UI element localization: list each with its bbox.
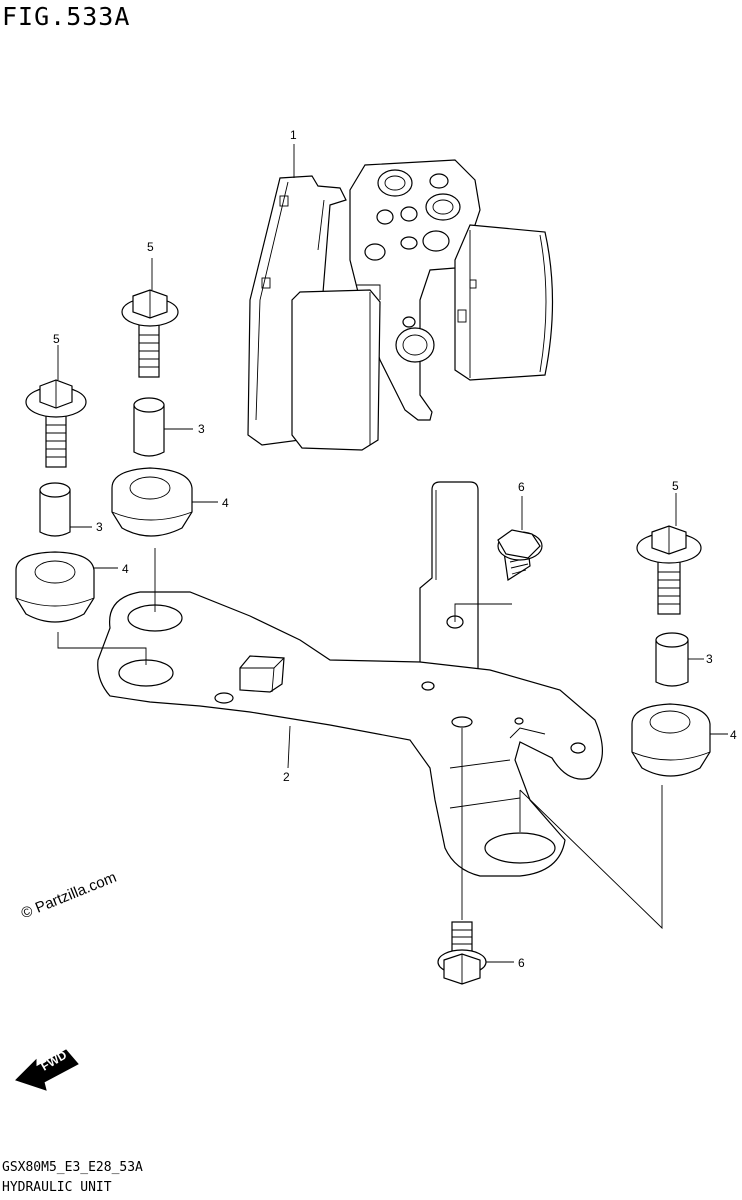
- callout-label-4-mid: 4: [222, 496, 229, 510]
- callout-label-1: 1: [290, 128, 297, 142]
- callout-label-3-left: 3: [96, 520, 103, 534]
- rubber-cushion-right[interactable]: [631, 703, 711, 777]
- fwd-arrow-icon: FWD: [15, 1048, 79, 1091]
- flange-bolt-left[interactable]: [25, 379, 87, 468]
- callout-label-2: 2: [283, 770, 290, 784]
- callout-label-6-top: 6: [518, 480, 525, 494]
- figure-title: FIG.533A: [2, 2, 131, 31]
- spacer-mid[interactable]: [133, 397, 165, 457]
- callout-label-4-right: 4: [730, 728, 737, 742]
- callout-label-4-left: 4: [122, 562, 129, 576]
- small-flange-bolt-top[interactable]: [497, 529, 543, 582]
- spacer-right[interactable]: [655, 632, 689, 687]
- callout-label-3-mid: 3: [198, 422, 205, 436]
- callout-label-5-left: 5: [53, 332, 60, 346]
- rubber-cushion-mid[interactable]: [111, 467, 193, 537]
- flange-bolt-mid[interactable]: [121, 289, 179, 378]
- callout-label-3-right: 3: [706, 652, 713, 666]
- model-code: GSX80M5_E3_E28_53A: [2, 1160, 143, 1175]
- rubber-cushion-left[interactable]: [15, 551, 95, 623]
- section-name: HYDRAULIC UNIT: [2, 1180, 112, 1195]
- small-flange-bolt-bottom[interactable]: [437, 921, 487, 985]
- callout-label-6-bottom: 6: [518, 956, 525, 970]
- hydraulic-unit[interactable]: [247, 159, 554, 451]
- callout-label-5-mid: 5: [147, 240, 154, 254]
- flange-bolt-right[interactable]: [636, 525, 702, 615]
- spacer-left[interactable]: [39, 482, 71, 537]
- callout-label-5-right: 5: [672, 479, 679, 493]
